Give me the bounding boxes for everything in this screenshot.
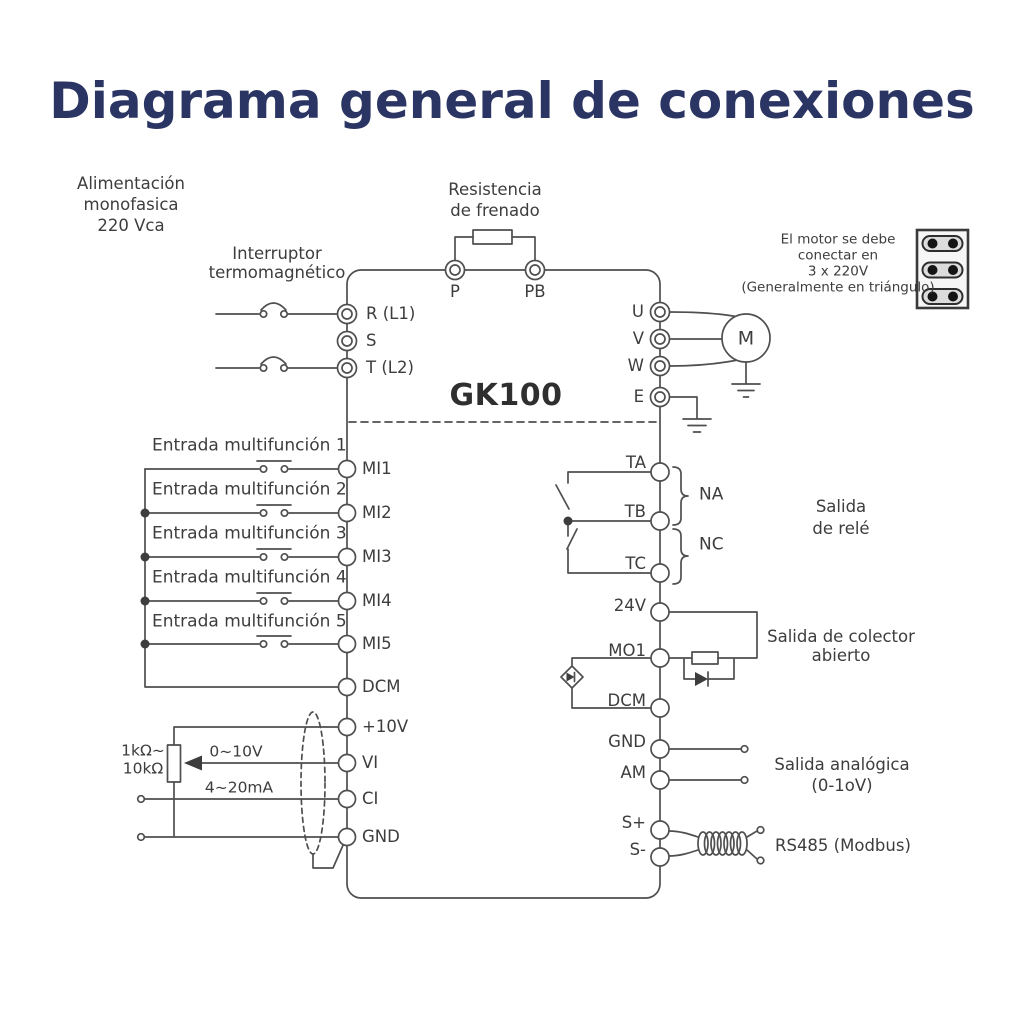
terminal-label-p: P [450, 281, 460, 301]
brake-resistor-symbol [454, 229, 536, 261]
digital-input-label-2: Entrada multifunción 2 [152, 479, 347, 500]
terminal-label-mi4: MI4 [362, 590, 392, 610]
note-analog-line2: (0-1oV) [811, 775, 873, 795]
terminal-label-mi5: MI5 [362, 633, 392, 653]
analog-output-wiring [668, 744, 749, 785]
transistor-diamond-symbol [560, 665, 584, 689]
motor-ground-symbol [731, 361, 761, 398]
enclosure-outline [346, 269, 661, 899]
note-power-line1: Alimentación [77, 173, 185, 193]
digital-input-label-3: Entrada multifunción 3 [152, 523, 347, 544]
vi-range-label: 0~10V [209, 742, 263, 761]
note-power-line3: 220 Vca [97, 215, 165, 235]
terminal-label-v: V [632, 328, 644, 348]
terminal-label-mi3: MI3 [362, 546, 392, 566]
terminal-label-10v: +10V [362, 716, 409, 736]
terminal-label-t: T (L2) [366, 357, 414, 377]
terminal-label-am: AM [620, 762, 646, 782]
digital-input-label-5: Entrada multifunción 5 [152, 611, 347, 632]
note-motor-line2: conectar en [797, 247, 879, 264]
note-motor-line1: El motor se debe [780, 231, 896, 248]
pot-range-line1: 1kΩ~ [121, 741, 165, 760]
note-brake-line1: Resistencia [448, 179, 542, 199]
breaker-symbol [215, 302, 338, 373]
terminal-label-dcm-left: DCM [362, 676, 401, 696]
potentiometer-symbol [166, 744, 182, 783]
flyback-diode-symbol [695, 672, 708, 686]
terminal-label-r: R (L1) [366, 303, 416, 323]
relay-nc-label: NC [699, 534, 724, 555]
control-terminal-circles [337, 459, 670, 867]
device-model: GK100 [449, 378, 563, 413]
note-motor-line4: (Generalmente en triángulo) [741, 279, 935, 296]
enclosure-ground-symbol [669, 396, 712, 433]
relay-contact-symbol [555, 466, 689, 585]
digital-input-wiring [140, 460, 340, 688]
motor-wiring [669, 311, 771, 433]
terminal-label-e: E [633, 386, 644, 406]
terminal-label-ci: CI [362, 788, 379, 808]
potentiometer-wiring [136, 726, 340, 842]
note-relay-line1: Salida [815, 496, 867, 516]
terminal-label-gnd-right: GND [608, 731, 646, 751]
digital-input-label-4: Entrada multifunción 4 [152, 567, 347, 588]
note-breaker-line1: Interruptor [232, 243, 322, 263]
note-breaker-line2: termomagnético [208, 262, 346, 282]
shield-symbol [300, 711, 345, 869]
ci-range-label: 4~20mA [204, 778, 274, 797]
terminal-label-gnd-left: GND [362, 826, 400, 846]
note-open-collector-line1: Salida de colector [767, 626, 915, 646]
terminal-label-24v: 24V [613, 595, 646, 615]
relay-na-label: NA [699, 484, 724, 505]
note-open-collector-line2: abierto [811, 645, 871, 665]
power-terminal-circles [336, 259, 671, 408]
terminal-label-pb: PB [524, 281, 546, 301]
motor-letter: M [737, 327, 755, 350]
terminal-label-u: U [631, 301, 644, 321]
page-title: Diagrama general de conexiones [49, 72, 975, 130]
terminal-label-s-plus: S+ [621, 812, 646, 832]
wiper-arrow [184, 755, 202, 771]
terminal-label-ta: TA [625, 452, 646, 472]
open-collector-circuit [560, 611, 758, 709]
terminal-label-s: S [366, 330, 377, 350]
note-rs485: RS485 (Modbus) [775, 835, 911, 855]
nc-brace [672, 528, 689, 585]
note-analog-line1: Salida analógica [774, 754, 910, 774]
terminal-label-mi1: MI1 [362, 458, 392, 478]
note-power-line2: monofasica [83, 194, 179, 214]
note-relay-line2: de relé [812, 518, 870, 538]
load-resistor-symbol [691, 651, 719, 665]
digital-input-label-1: Entrada multifunción 1 [152, 435, 347, 456]
note-motor-line3: 3 x 220V [807, 263, 869, 280]
na-brace [672, 466, 689, 526]
note-brake-line2: de frenado [450, 200, 540, 220]
pot-range-line2: 10kΩ [122, 759, 164, 778]
rs485-twisted-pair-symbol [668, 825, 765, 865]
terminal-label-mi2: MI2 [362, 502, 392, 522]
terminal-label-s-minus: S- [629, 839, 646, 859]
terminal-label-vi: VI [362, 752, 379, 772]
terminal-label-mo1: MO1 [608, 640, 646, 660]
terminal-label-tc: TC [625, 553, 646, 573]
terminal-label-w: W [627, 355, 644, 375]
jumper-terminal-block [915, 228, 970, 310]
terminal-label-tb: TB [624, 501, 646, 521]
terminal-label-dcm-right: DCM [607, 690, 646, 710]
